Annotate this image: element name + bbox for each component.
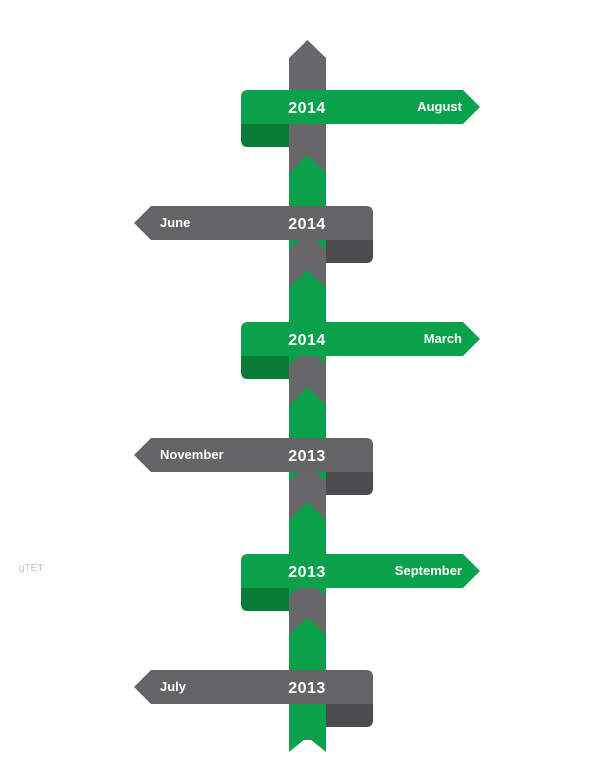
milestone-july-2013: July 2013	[134, 670, 373, 727]
milestone-year: 2014	[288, 100, 326, 117]
banner-body	[241, 554, 480, 588]
milestone-month: August	[417, 99, 462, 114]
banner-body	[134, 670, 373, 704]
banner-fold	[326, 704, 373, 727]
banner-fold	[241, 588, 289, 611]
timeline-pole	[289, 40, 326, 752]
milestone-month: July	[160, 679, 187, 694]
milestone-march-2014: 2014 March	[241, 322, 480, 379]
milestone-year: 2013	[288, 448, 326, 465]
milestone-year: 2013	[288, 564, 326, 581]
banner-body	[241, 322, 480, 356]
milestone-month: November	[160, 447, 224, 462]
milestone-year: 2014	[288, 216, 326, 233]
banner-fold	[326, 240, 373, 263]
milestone-year: 2013	[288, 680, 326, 697]
banner-fold	[326, 472, 373, 495]
milestone-month: June	[160, 215, 190, 230]
milestone-november-2013: November 2013	[134, 438, 373, 495]
banner-fold	[241, 356, 289, 379]
milestone-september-2013: 2013 September	[241, 554, 480, 611]
banner-fold	[241, 124, 289, 147]
banner-body	[134, 206, 373, 240]
banner-body	[134, 438, 373, 472]
milestone-june-2014: June 2014	[134, 206, 373, 263]
banner-body	[241, 90, 480, 124]
milestone-month: September	[395, 563, 462, 578]
milestone-year: 2014	[288, 332, 326, 349]
milestone-august-2014: 2014 August	[241, 90, 480, 147]
milestone-month: March	[424, 331, 462, 346]
watermark-text: gTET	[19, 563, 44, 574]
